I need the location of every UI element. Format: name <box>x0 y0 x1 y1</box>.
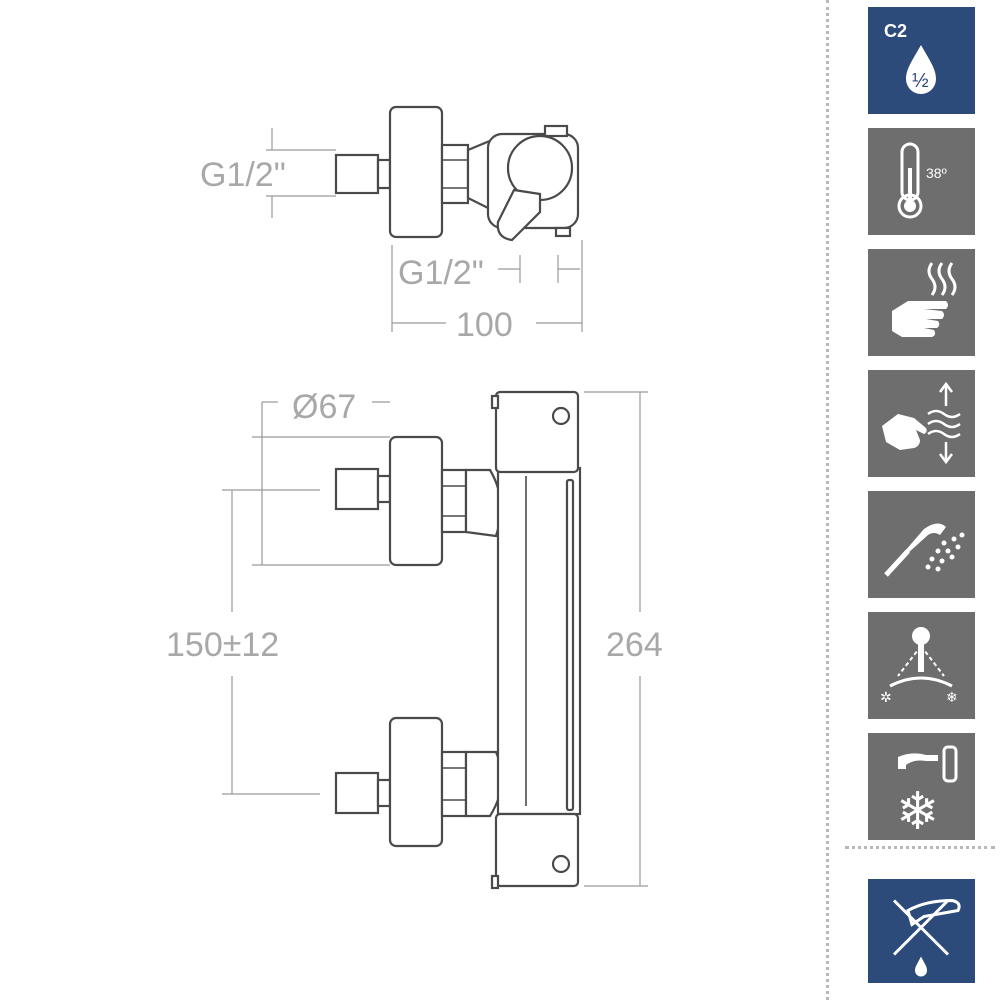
diameter-label: Ø67 <box>292 388 356 426</box>
svg-text:❄: ❄ <box>896 782 940 840</box>
vertical-divider <box>826 0 829 1000</box>
height-label: 264 <box>606 626 663 664</box>
depth-label: 100 <box>456 306 513 344</box>
hand-flow-adjust-icon <box>868 370 975 477</box>
center-distance-label: 150±12 <box>166 626 279 664</box>
top-view: G1/2" G1/2" 100 <box>200 105 583 344</box>
technical-drawing: G1/2" G1/2" 100 <box>166 105 663 890</box>
c2-label: C2 <box>884 21 907 41</box>
horizontal-divider <box>845 846 995 849</box>
fraction-label: ½ <box>912 70 929 92</box>
svg-text:❄: ❄ <box>946 690 958 706</box>
no-bathtub-icon <box>868 879 975 983</box>
front-view: Ø67 150±12 264 <box>166 388 663 890</box>
thermostatic-range-icon: ✲ ❄ <box>868 612 975 719</box>
temperature-label: 38º <box>926 165 947 181</box>
side-thread-label: G1/2" <box>398 254 484 292</box>
svg-text:✲: ✲ <box>880 690 892 706</box>
shower-spray-icon <box>868 491 975 598</box>
hot-water-hand-icon <box>868 249 975 356</box>
water-class-c2-icon: C2 ½ <box>868 7 975 114</box>
cold-tap-snowflake-icon: ❄ <box>868 733 975 840</box>
thermometer-38-icon: 38º <box>868 128 975 235</box>
top-thread-label: G1/2" <box>200 156 286 194</box>
